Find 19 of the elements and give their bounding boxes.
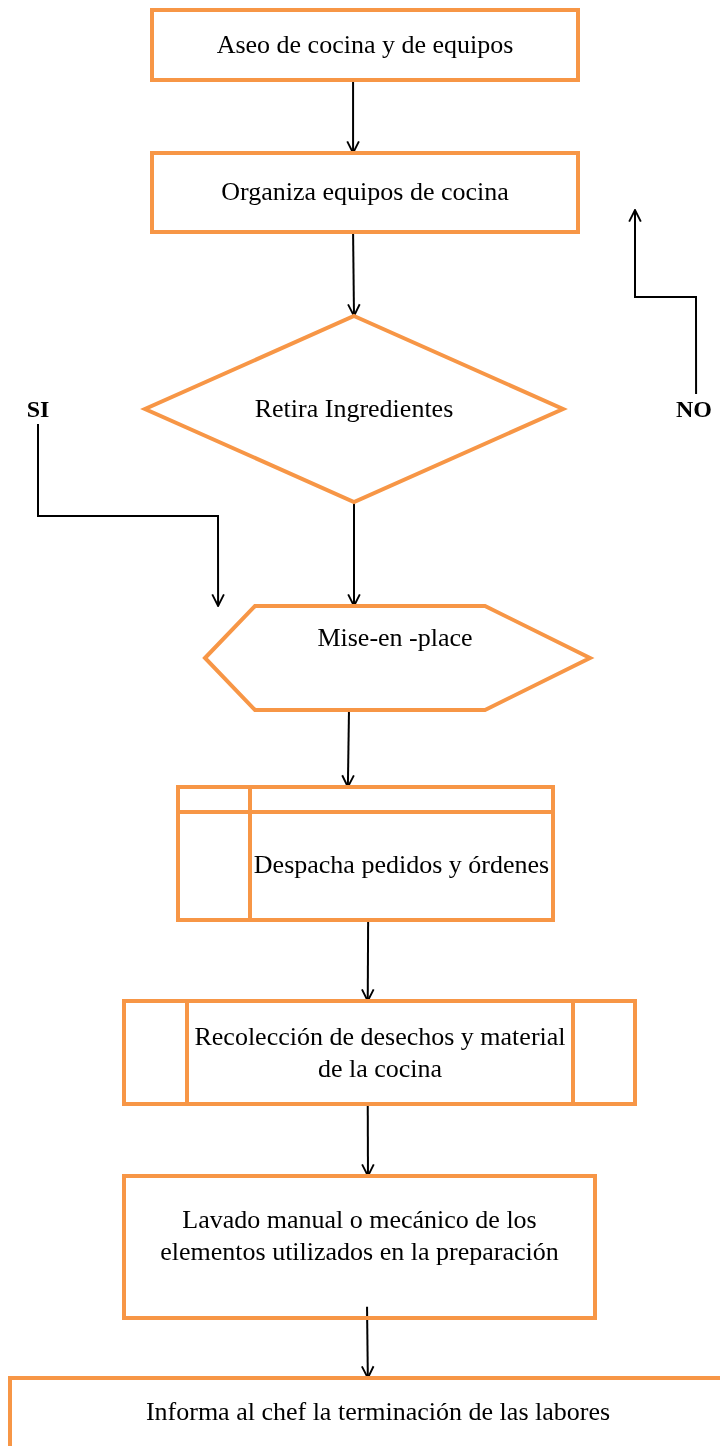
arrow <box>347 501 361 607</box>
arrow <box>341 709 355 788</box>
node-label: Mise-en -place <box>317 621 473 654</box>
node-label: Lavado manual o mecánico de los elementos utilizados en la preparación <box>159 1203 560 1268</box>
arrow <box>628 209 698 395</box>
arrow <box>347 231 361 317</box>
arrow <box>360 1305 375 1379</box>
node-label: Retira Ingredientes <box>254 392 454 425</box>
node-label: Aseo de cocina y de equipos <box>216 28 514 61</box>
arrow <box>346 79 360 154</box>
node-label: Informa al chef la terminación de las labores <box>145 1395 611 1428</box>
node-label: Organiza equipos de cocina <box>221 176 509 209</box>
node-label: Despacha pedidos y órdenes <box>253 848 550 881</box>
arrow <box>361 919 375 1002</box>
branch-label: SI <box>26 395 50 424</box>
arrow <box>361 1103 375 1177</box>
node-label: Recolección de desechos y material de la cocina <box>193 1020 567 1085</box>
branch-label: NO <box>676 395 712 424</box>
arrow <box>37 423 225 607</box>
